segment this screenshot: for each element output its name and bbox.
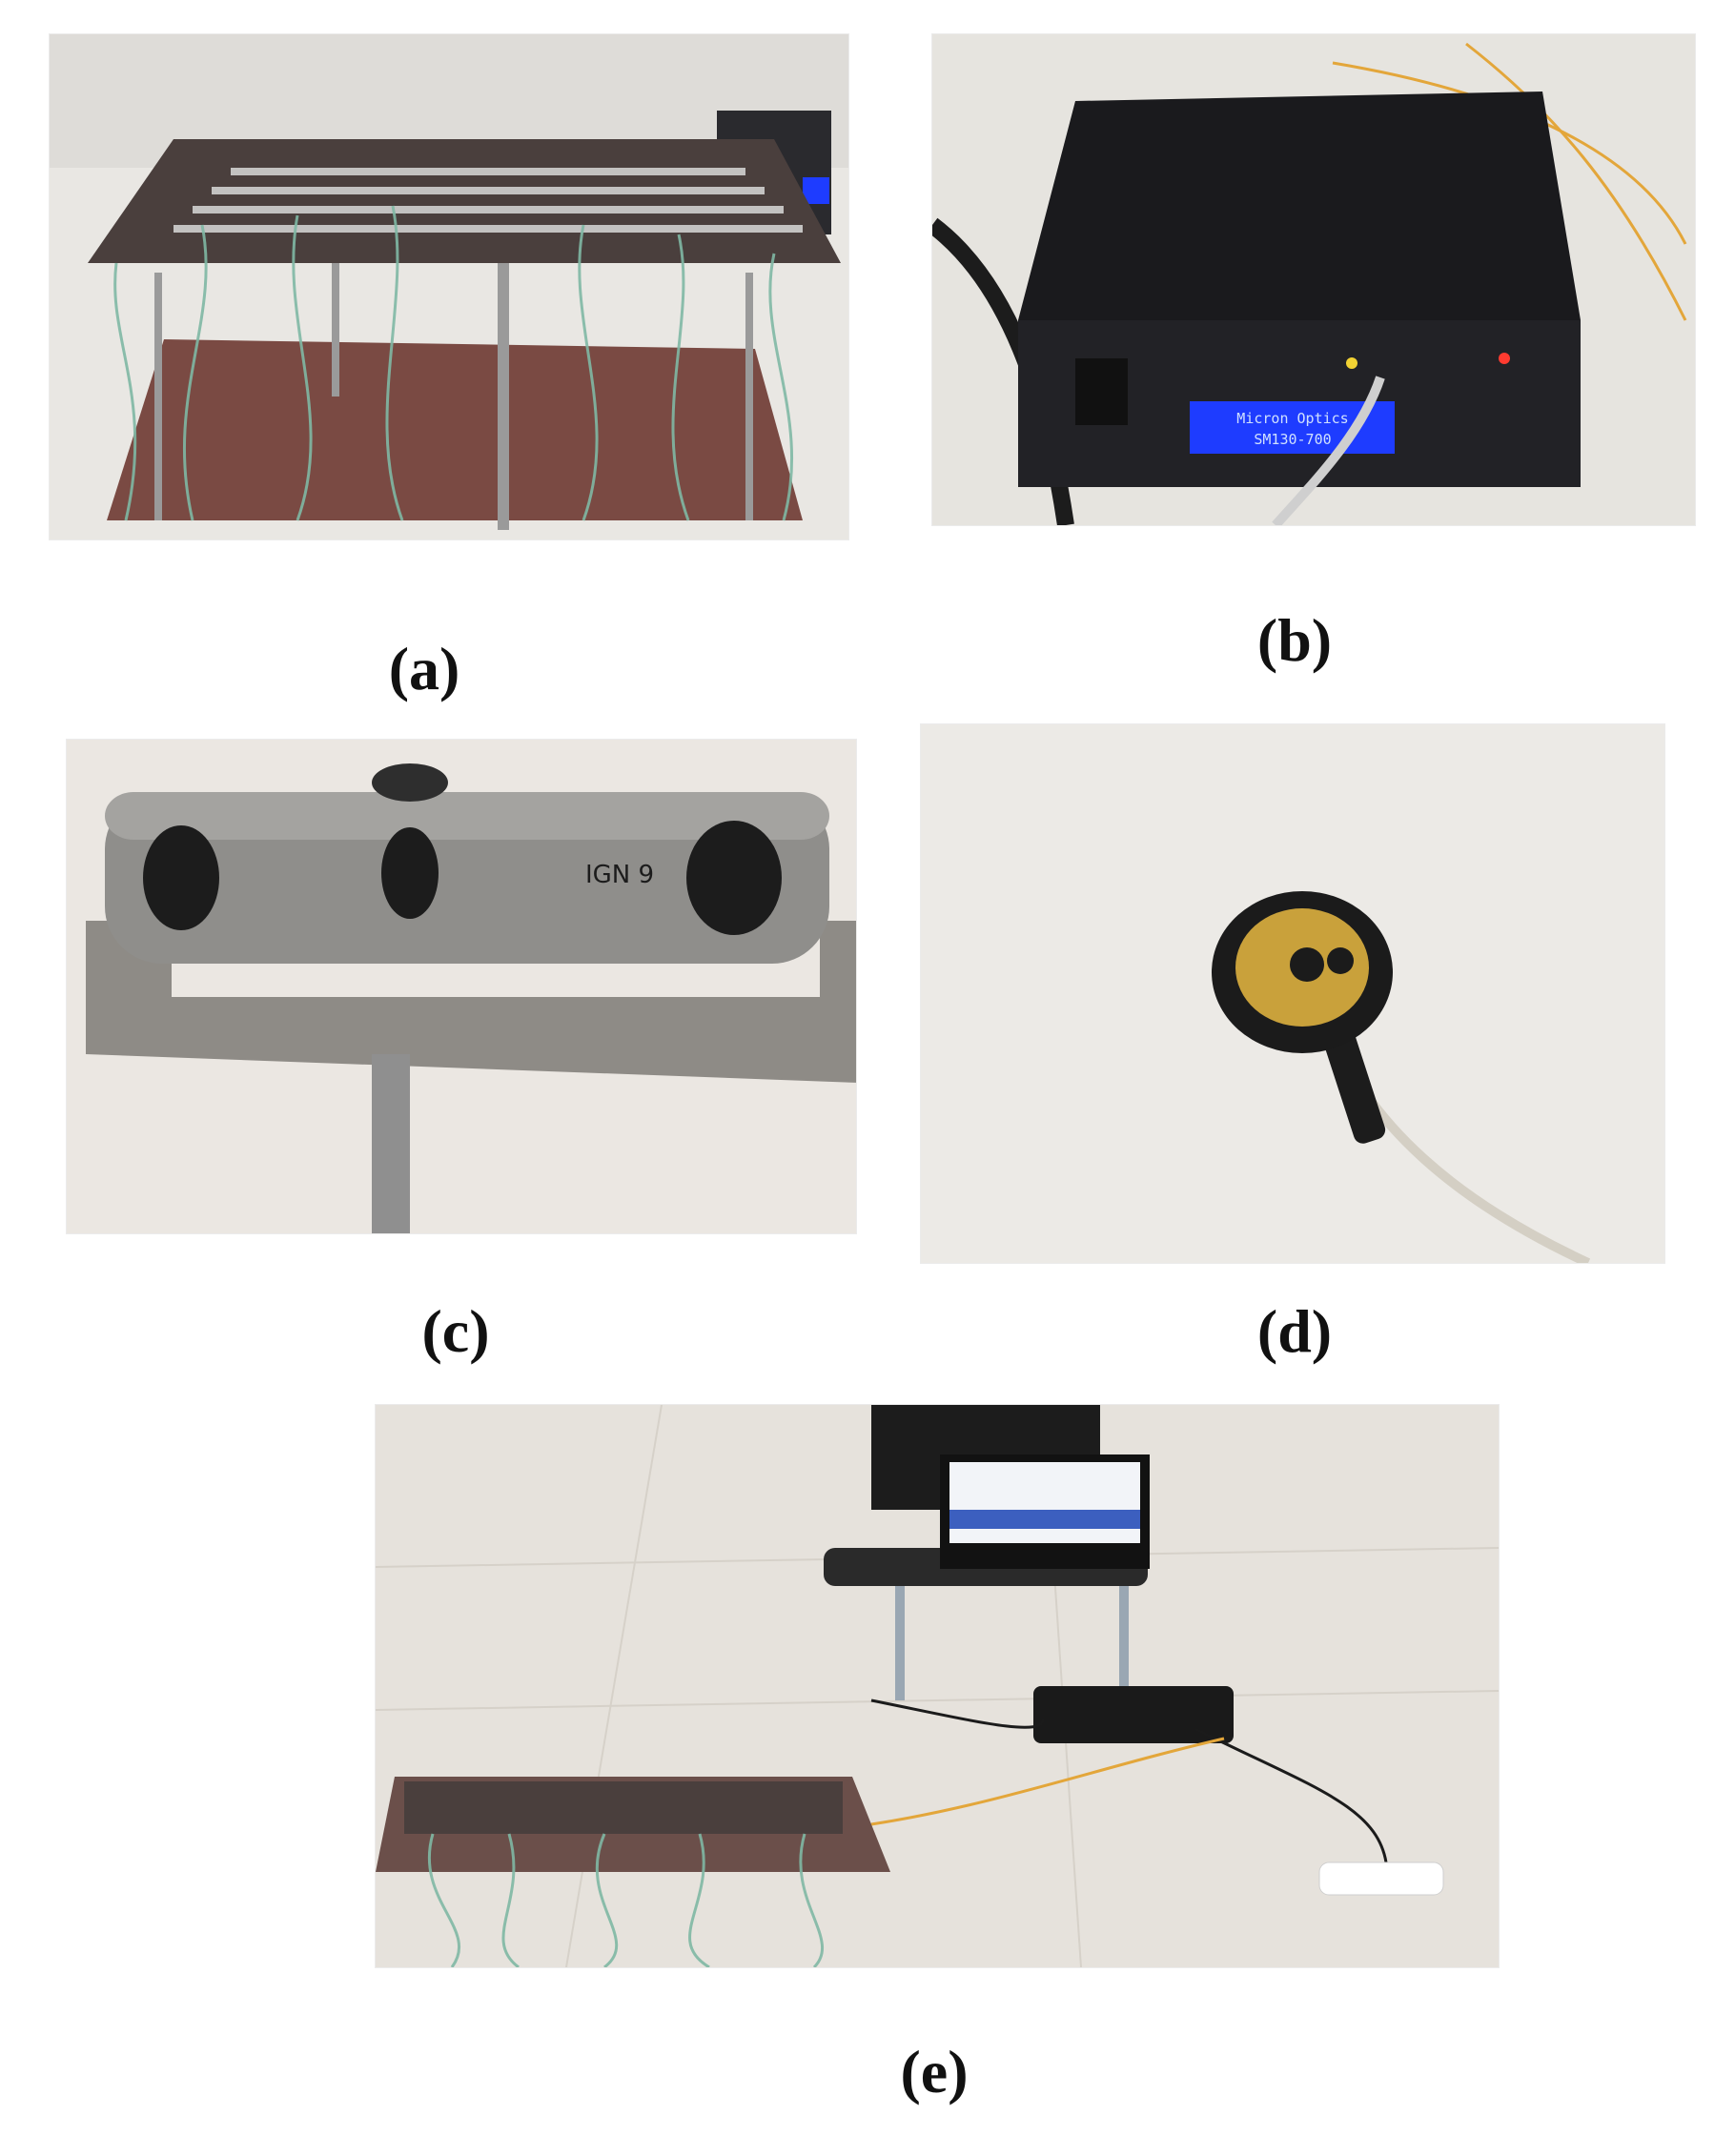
lcd-line-2: SM130-700 <box>1254 431 1331 448</box>
round-disc-sensor-photo <box>921 724 1664 1263</box>
caption-b: (b) <box>1256 606 1333 674</box>
full-experimental-setup-photo <box>376 1405 1499 1967</box>
perforated-plate-sensor-array-on-stand-photo <box>50 34 848 539</box>
lcd-line-1: Micron Optics <box>1236 410 1348 427</box>
caption-d: (d) <box>1256 1297 1333 1365</box>
photo-panel-a <box>50 34 848 539</box>
photo-panel-c: IGN 9 <box>67 740 856 1233</box>
cylindrical-loudspeaker-on-bracket-photo: IGN 9 <box>67 740 856 1233</box>
caption-e: (e) <box>900 2038 969 2105</box>
photo-panel-d <box>921 724 1664 1263</box>
photo-panel-b: Micron Optics SM130-700 <box>932 34 1695 525</box>
fiber-interrogator-box-photo: Micron Optics SM130-700 <box>932 34 1695 525</box>
speaker-mark: IGN 9 <box>585 861 654 889</box>
caption-c: (c) <box>421 1297 490 1365</box>
caption-a: (a) <box>388 635 460 702</box>
photo-panel-e <box>376 1405 1499 1967</box>
